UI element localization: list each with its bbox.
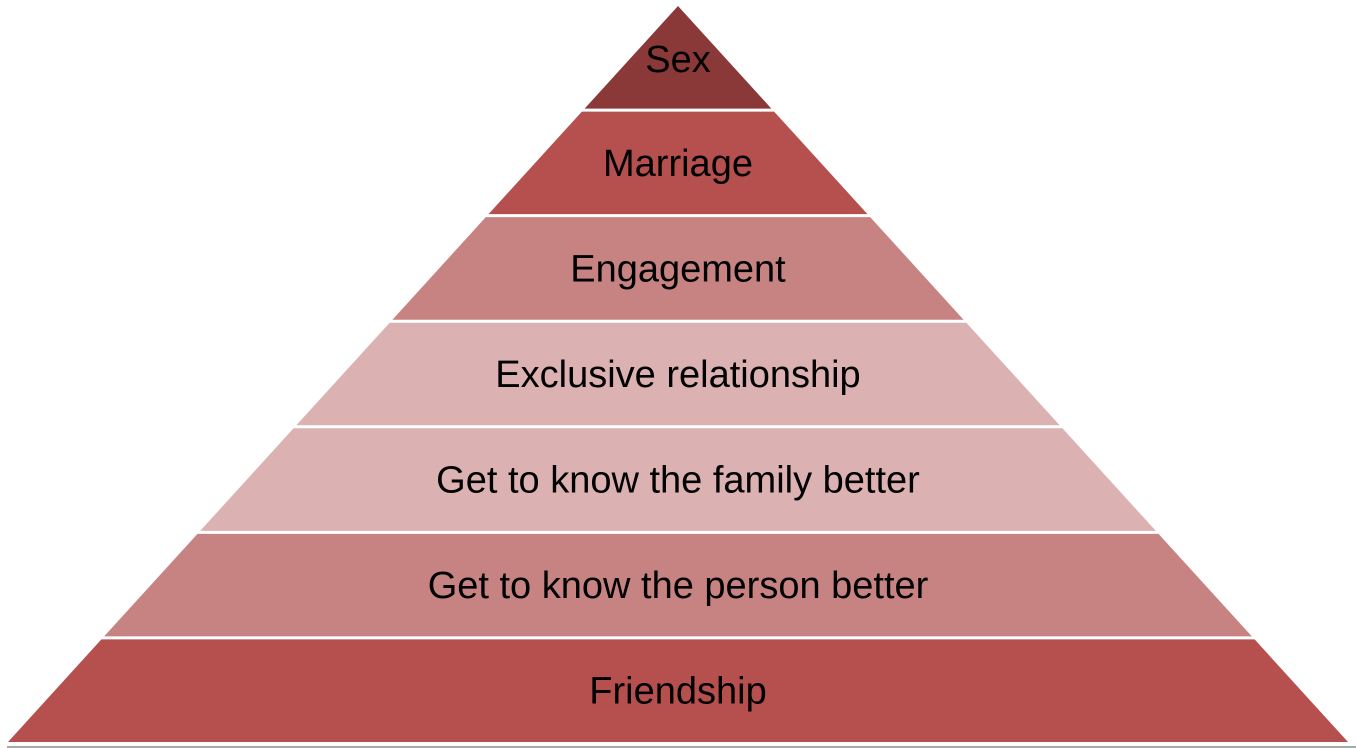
pyramid-level-shape xyxy=(584,6,772,109)
pyramid-level-label: Exclusive relationship xyxy=(495,354,860,396)
pyramid-level: Exclusive relationship xyxy=(296,322,1060,426)
pyramid-level-shape xyxy=(392,217,964,320)
pyramid-level-label: Sex xyxy=(645,39,710,81)
pyramid-level-shape xyxy=(200,428,1156,531)
pyramid-level: Get to know the family better xyxy=(200,428,1156,531)
pyramid-level-shape xyxy=(8,639,1348,742)
pyramid-level-label: Friendship xyxy=(589,671,766,713)
pyramid-level-label: Engagement xyxy=(570,248,786,290)
pyramid-level-label: Marriage xyxy=(603,143,753,185)
pyramid-level-label: Get to know the person better xyxy=(428,565,929,607)
pyramid-level-label: Get to know the family better xyxy=(436,460,920,502)
pyramid-level: Get to know the person better xyxy=(104,533,1252,637)
pyramid-level: Marriage xyxy=(488,111,868,215)
pyramid-level: Engagement xyxy=(392,217,964,320)
pyramid-level: Friendship xyxy=(8,639,1348,742)
pyramid-level-shape xyxy=(296,322,1060,426)
pyramid-level: Sex xyxy=(584,6,772,109)
pyramid-level-shape xyxy=(488,111,868,215)
pyramid-level-shape xyxy=(104,533,1252,637)
